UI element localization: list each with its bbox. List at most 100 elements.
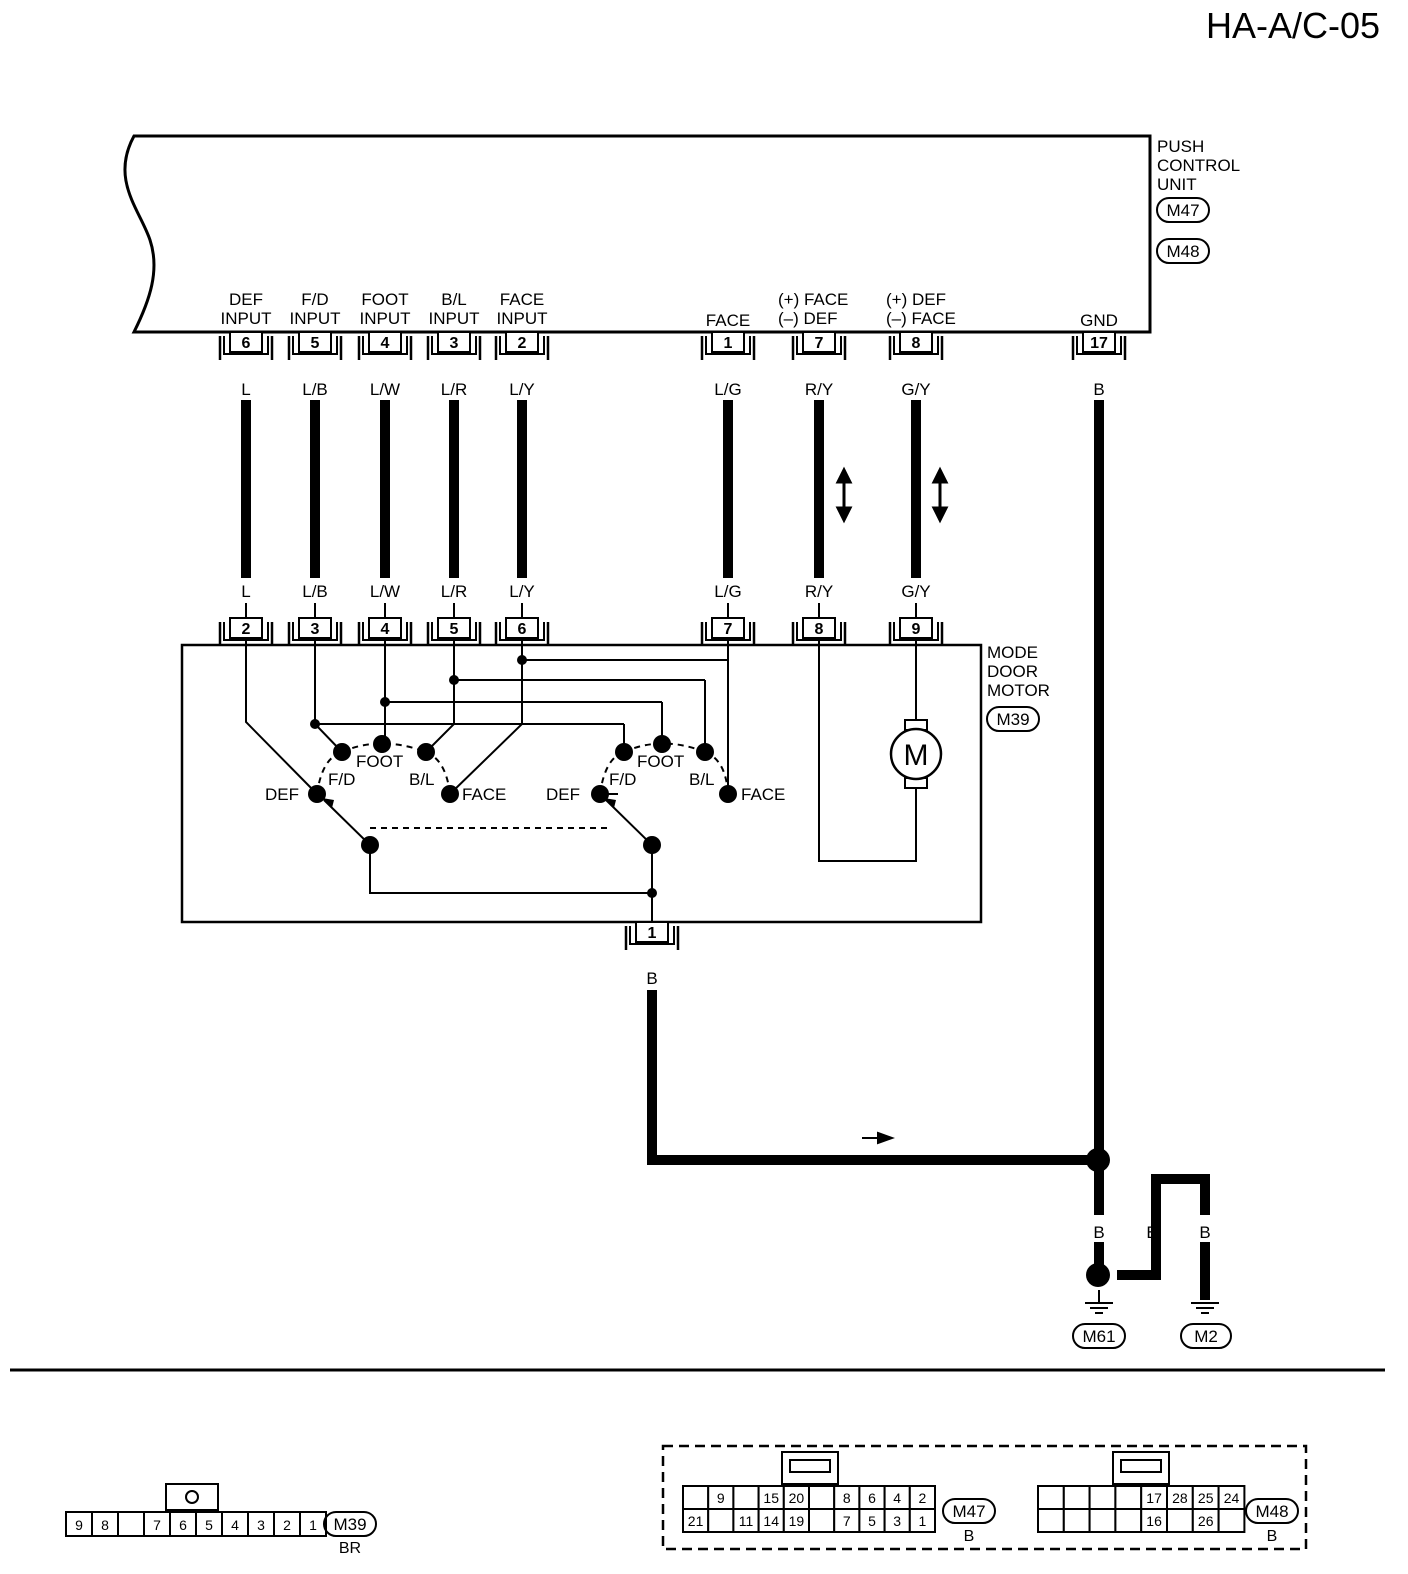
pcu-func-pin8-1: (+) DEF — [886, 290, 946, 309]
svg-text:1: 1 — [919, 1513, 927, 1529]
svg-text:11: 11 — [739, 1513, 754, 1529]
m47-top-cell: 6 — [858, 1485, 886, 1510]
svg-text:8: 8 — [843, 1490, 851, 1506]
svg-text:5: 5 — [205, 1517, 213, 1533]
m47-top-cell: 2 — [908, 1485, 936, 1510]
pcu-func-pin7-1: (+) FACE — [778, 290, 848, 309]
mdm-pin-5: 5 — [426, 616, 482, 648]
wire-label-mdm-ground: B — [646, 969, 657, 988]
svg-text:17: 17 — [1090, 335, 1108, 352]
connector-tag-m48: M48 — [1156, 238, 1210, 264]
flow-arrow-icon — [862, 1131, 895, 1145]
svg-text:7: 7 — [153, 1517, 161, 1533]
svg-text:16: 16 — [1146, 1513, 1162, 1529]
pcu-label-line2: CONTROL — [1157, 156, 1240, 175]
pcu-pin-4: 4 — [357, 330, 413, 362]
pcu-pin-2: 2 — [494, 330, 550, 362]
m39-cell: 3 — [247, 1511, 275, 1537]
svg-text:17: 17 — [1146, 1490, 1162, 1506]
junction-dots — [310, 655, 657, 898]
svg-text:9: 9 — [75, 1517, 83, 1533]
double-arrow-icon — [931, 466, 949, 524]
m39-cell: 2 — [273, 1511, 301, 1537]
ground-harness — [647, 400, 1210, 1300]
wire-label-top-l: L — [241, 380, 250, 399]
pcu-func-def-1: DEF — [229, 290, 263, 309]
wire-label-bot-ry: R/Y — [805, 582, 833, 601]
connector-tag-m47: M47 — [1156, 197, 1210, 223]
ground-tag-m61: M61 — [1072, 1323, 1126, 1349]
svg-text:2: 2 — [242, 621, 251, 638]
m39-cell: 4 — [221, 1511, 249, 1537]
wire-label-bot-ly: L/Y — [509, 582, 535, 601]
switch-label-fd-right: F/D — [609, 770, 636, 789]
switch-label-fd-left: F/D — [328, 770, 355, 789]
m39-cell: 9 — [65, 1511, 93, 1537]
m48-top-cell — [1088, 1485, 1117, 1510]
svg-text:9: 9 — [717, 1490, 725, 1506]
pcu-func-pin8-2: (–) FACE — [886, 309, 956, 328]
svg-text:1: 1 — [309, 1517, 317, 1533]
svg-text:7: 7 — [724, 621, 733, 638]
m39-cell: 5 — [195, 1511, 223, 1537]
m48-bottom-cell — [1166, 1508, 1194, 1533]
svg-text:14: 14 — [763, 1513, 779, 1529]
pcu-pin-8: 8 — [888, 330, 944, 362]
svg-text:21: 21 — [688, 1513, 704, 1529]
m47-bottom-cell: 14 — [757, 1508, 785, 1533]
svg-text:20: 20 — [789, 1490, 805, 1506]
svg-text:5: 5 — [450, 621, 459, 638]
svg-text:M48: M48 — [1255, 1502, 1288, 1521]
pcu-pin-7: 7 — [791, 330, 847, 362]
wire-label-top-b: B — [1093, 380, 1104, 399]
m39-cell: 7 — [143, 1511, 171, 1537]
svg-text:4: 4 — [231, 1517, 239, 1533]
svg-text:4: 4 — [893, 1490, 901, 1506]
m47-top-cell: 15 — [757, 1485, 785, 1510]
pcu-func-foot-1: FOOT — [361, 290, 408, 309]
pcu-label-line3: UNIT — [1157, 175, 1197, 194]
svg-text:2: 2 — [283, 1517, 291, 1533]
m47-top-cell — [808, 1485, 836, 1510]
m47-bottom-cell: 19 — [782, 1508, 810, 1533]
m39-cell: 1 — [299, 1511, 327, 1537]
svg-text:M47: M47 — [1166, 201, 1199, 220]
splice-dot — [1086, 1148, 1110, 1172]
wire-label-bot-gy: G/Y — [901, 582, 930, 601]
svg-text:7: 7 — [843, 1513, 851, 1529]
pcu-func-fd-1: F/D — [301, 290, 328, 309]
m48-top-cell: 25 — [1191, 1485, 1220, 1510]
m48-top-cell: 17 — [1140, 1485, 1168, 1510]
m47-bottom-cell: 5 — [858, 1508, 886, 1533]
svg-text:M48: M48 — [1166, 242, 1199, 261]
contact-arrows — [322, 798, 616, 808]
m48-top-cell — [1037, 1485, 1065, 1510]
m47-bottom-cell — [808, 1508, 836, 1533]
mode-door-motor-body — [180, 643, 983, 924]
switch-label-def-right: DEF — [546, 785, 580, 804]
svg-text:6: 6 — [179, 1517, 187, 1533]
svg-text:8: 8 — [912, 335, 921, 352]
svg-text:4: 4 — [381, 621, 390, 638]
svg-text:26: 26 — [1198, 1513, 1214, 1529]
pcu-func-pin7-2: (–) DEF — [778, 309, 838, 328]
m48-top-cell: 28 — [1166, 1485, 1194, 1510]
wire-label-top-lg: L/G — [714, 380, 741, 399]
m48-bottom-cell — [1217, 1508, 1246, 1533]
svg-text:5: 5 — [311, 335, 320, 352]
mdm-label-line2: DOOR — [987, 662, 1038, 681]
svg-text:8: 8 — [101, 1517, 109, 1533]
m47-bottom-cell: 7 — [833, 1508, 861, 1533]
ground-icon — [1085, 1290, 1113, 1314]
svg-text:B: B — [964, 1528, 975, 1545]
pcu-func-face-out: FACE — [706, 311, 750, 330]
m47-top-cell: 9 — [707, 1485, 735, 1510]
svg-text:M: M — [904, 739, 929, 772]
svg-text:9: 9 — [912, 621, 921, 638]
pcu-pin-6: 6 — [218, 330, 274, 362]
pcu-func-bl-1: B/L — [441, 290, 467, 309]
svg-text:7: 7 — [815, 335, 824, 352]
